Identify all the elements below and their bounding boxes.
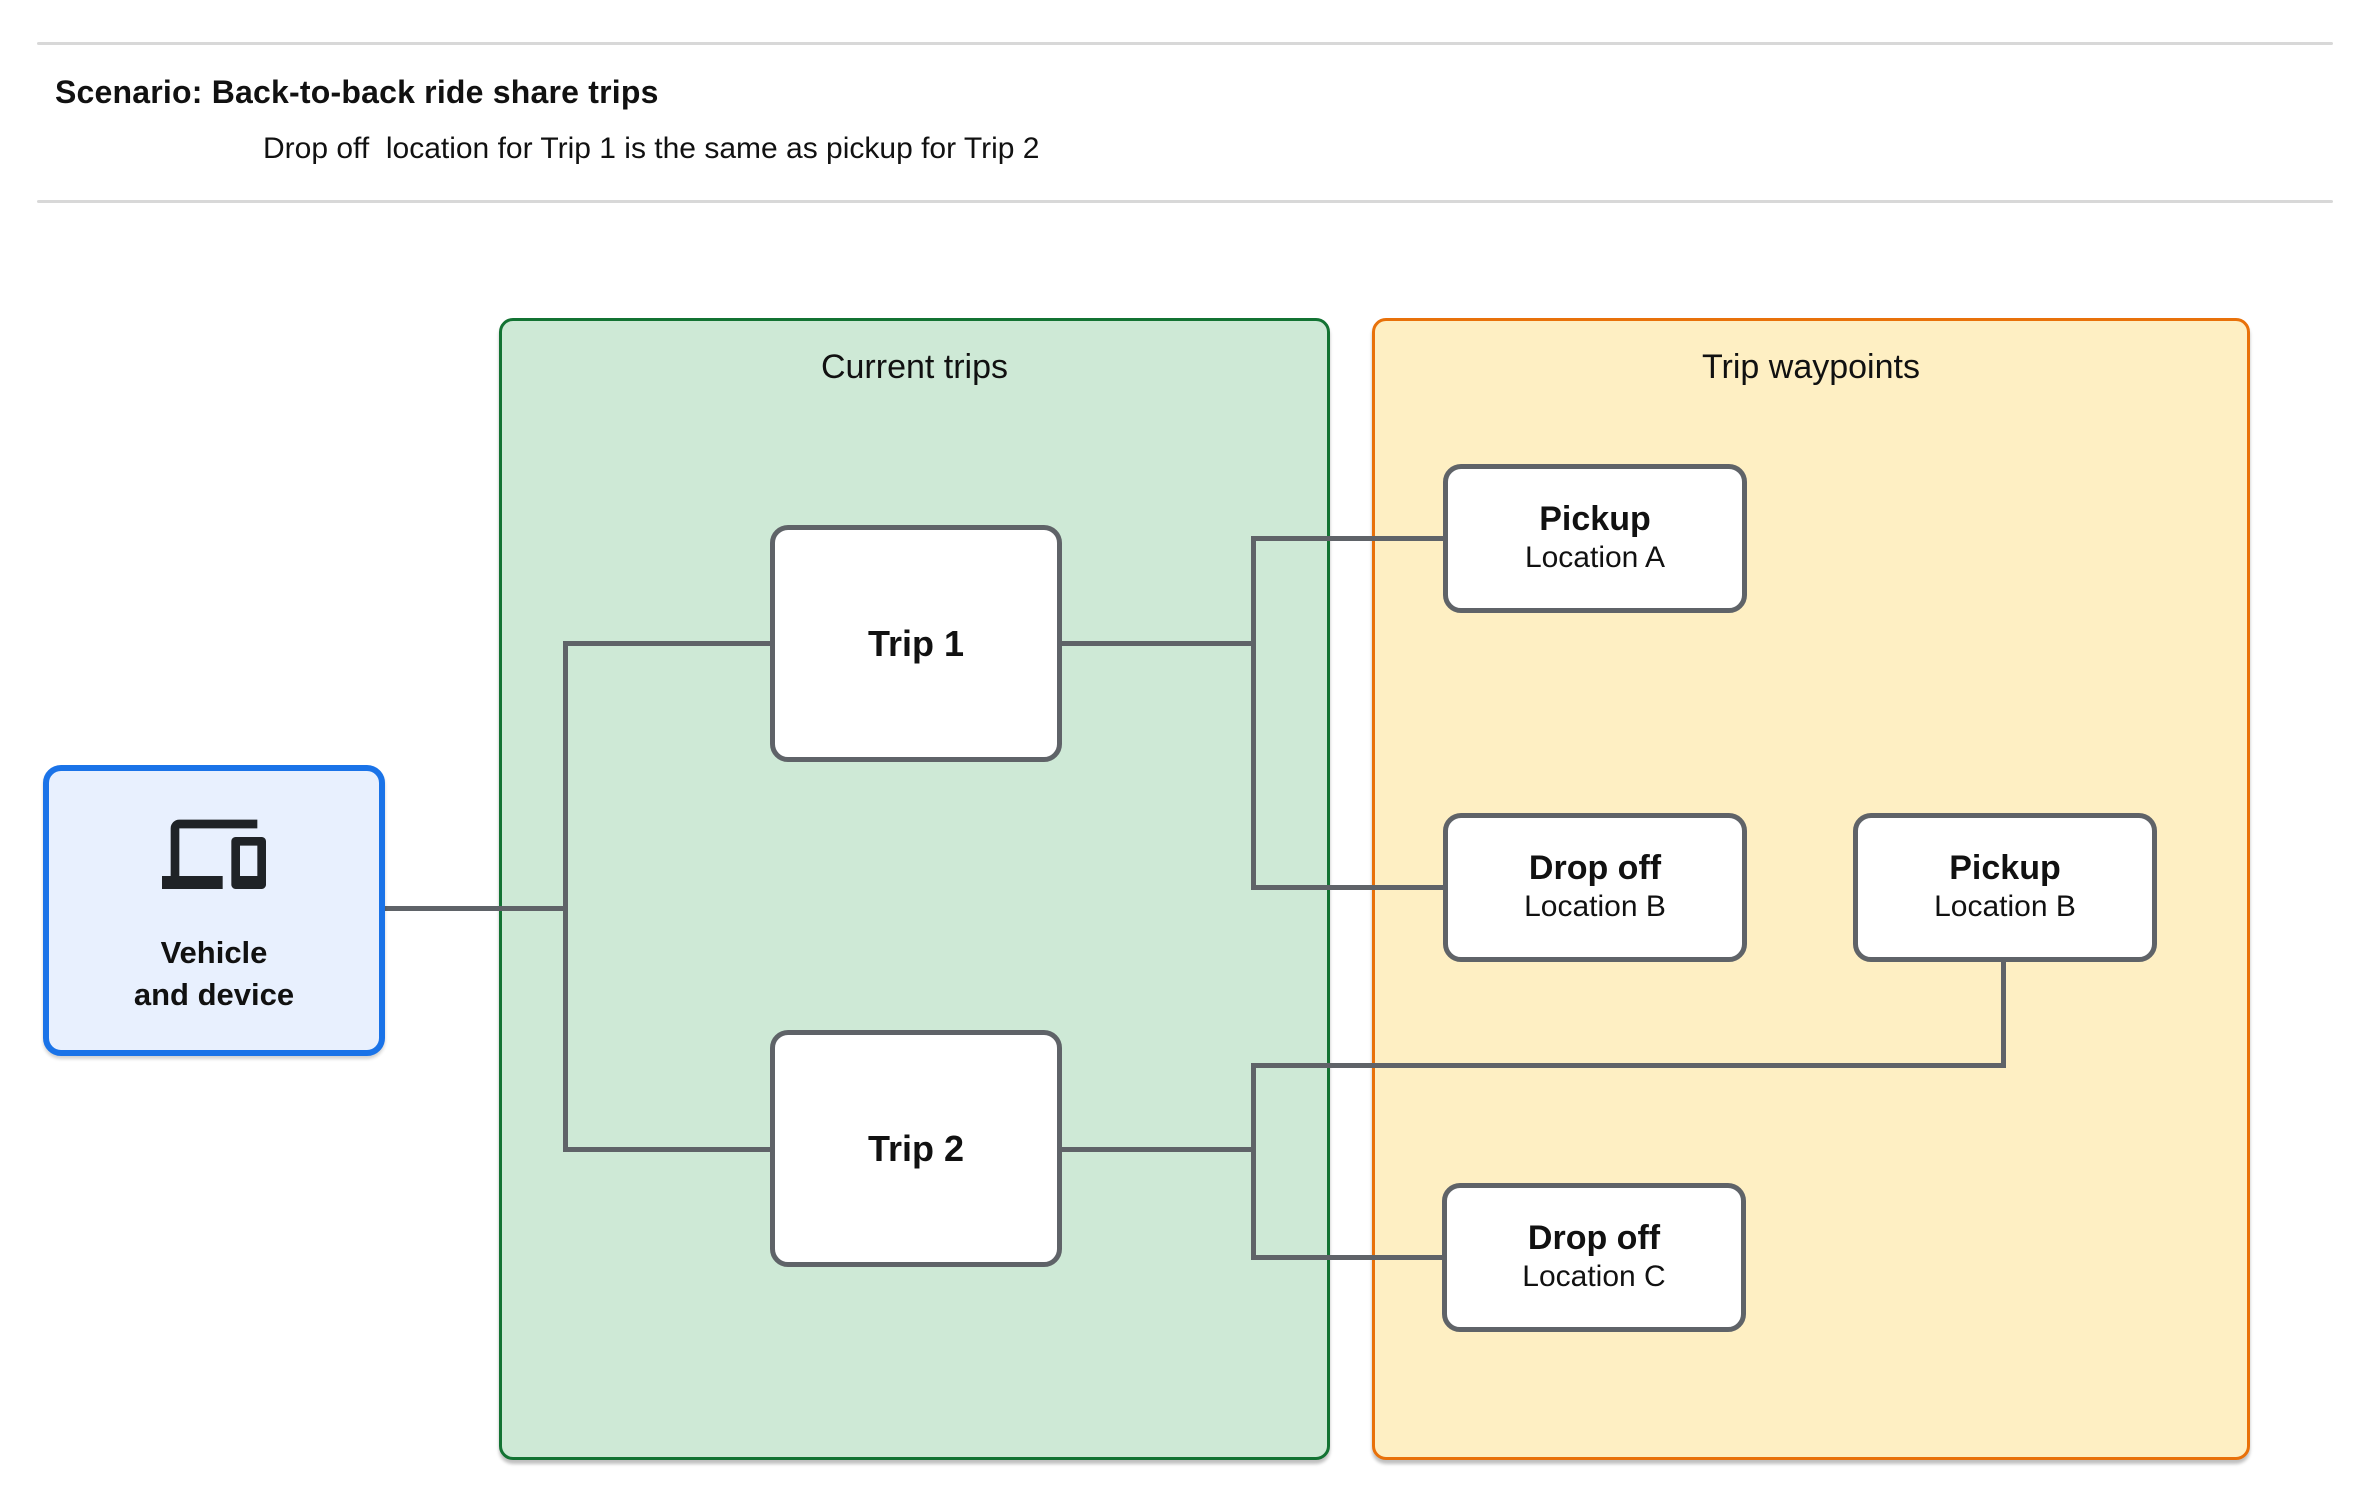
waypoint-location: Location B [1934, 890, 2076, 924]
trip-2-node: Trip 2 [770, 1030, 1062, 1267]
connector-vehicle-to-trunk [385, 906, 567, 911]
waypoint-type: Drop off [1528, 849, 1662, 888]
waypoint-type: Pickup [1949, 849, 2061, 888]
trip-waypoints-title: Trip waypoints [1702, 348, 1920, 386]
connector-junction1-vertical [1251, 536, 1256, 890]
waypoint-dropoff-location-b: Drop off Location B [1443, 813, 1747, 962]
waypoint-pickup-location-a: Pickup Location A [1443, 464, 1747, 613]
current-trips-title: Current trips [820, 348, 1009, 386]
connector-trunk-to-trip2 [563, 1147, 772, 1152]
header-divider [37, 200, 2333, 203]
connector-junction2-to-dropoff-c [1251, 1255, 1445, 1260]
waypoint-location: Location B [1524, 890, 1666, 924]
connector-junction1-to-pickup-a [1251, 536, 1445, 541]
waypoint-location: Location A [1524, 541, 1666, 575]
connector-trunk-vertical [563, 641, 568, 1152]
waypoint-dropoff-location-c: Drop off Location C [1442, 1183, 1746, 1332]
vehicle-and-device-node: Vehicle and device [43, 765, 385, 1056]
connector-pickup-b-drop [2001, 959, 2006, 1068]
connector-junction2-to-pickup-b-horizontal [1251, 1063, 2006, 1068]
connector-junction1-to-dropoff-b [1251, 885, 1445, 890]
trip-1-node: Trip 1 [770, 525, 1062, 762]
trip-2-label: Trip 2 [867, 1127, 965, 1169]
page-title: Scenario: Back-to-back ride share trips [55, 74, 659, 110]
devices-icon [162, 806, 266, 894]
waypoint-pickup-location-b: Pickup Location B [1853, 813, 2157, 962]
page-subtitle: Drop off location for Trip 1 is the same… [263, 132, 1040, 165]
current-trips-panel [499, 318, 1330, 1460]
trip-1-label: Trip 1 [867, 622, 965, 664]
connector-trip1-to-junction1 [1060, 641, 1256, 646]
connector-junction2-vertical [1251, 1063, 1256, 1260]
connector-trip2-to-junction2 [1060, 1147, 1256, 1152]
top-divider [37, 42, 2333, 45]
waypoint-type: Drop off [1527, 1219, 1661, 1258]
waypoint-location: Location C [1522, 1260, 1666, 1294]
connector-trunk-to-trip1 [563, 641, 772, 646]
vehicle-and-device-label: Vehicle and device [133, 934, 295, 1012]
waypoint-type: Pickup [1539, 500, 1651, 539]
